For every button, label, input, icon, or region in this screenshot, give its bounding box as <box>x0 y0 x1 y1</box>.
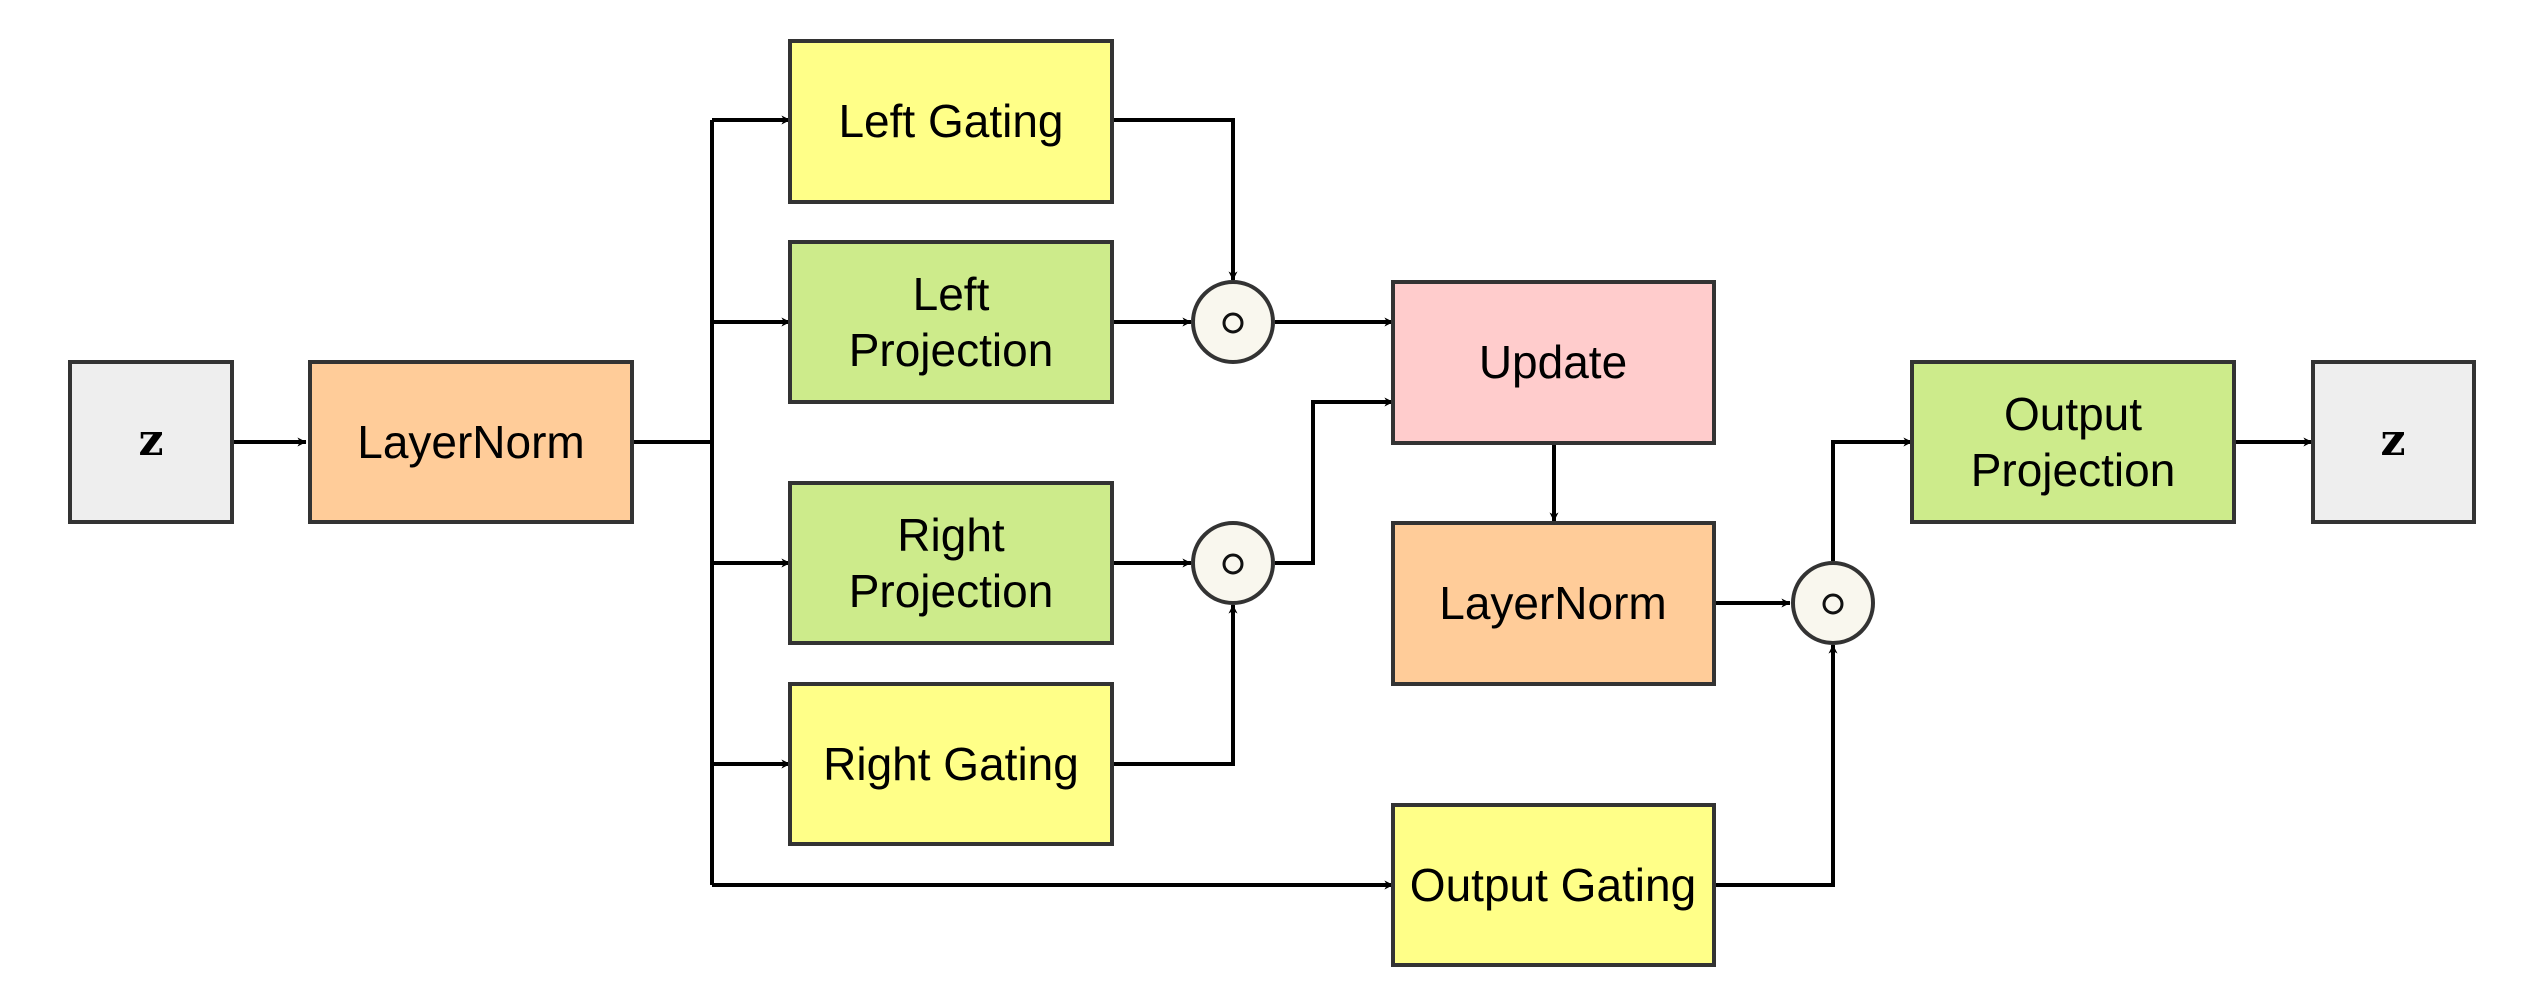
label-line: Update <box>1479 336 1627 388</box>
left-gating-label: Left Gating <box>838 95 1063 147</box>
node-z-input: z <box>68 360 234 524</box>
edge-left-gating-mul <box>1112 118 1238 281</box>
z-input-label: z <box>139 415 164 466</box>
node-left-gating: Left Gating <box>788 39 1114 204</box>
label-line: Right <box>897 509 1005 561</box>
edge-right-gating-mul <box>1112 604 1238 766</box>
hadamard-product-output-icon <box>1791 561 1875 645</box>
label-line: Projection <box>849 324 1054 376</box>
edges <box>232 115 2313 890</box>
edge-mul-out-output-projection <box>1831 437 1913 561</box>
hadamard-product-right-icon <box>1191 521 1275 605</box>
node-layernorm-mid: LayerNorm <box>1391 521 1716 686</box>
right-gating-label: Right Gating <box>823 738 1079 790</box>
label-line: Output <box>2004 388 2142 440</box>
label-line: Right Gating <box>823 738 1079 790</box>
label-line: Output Gating <box>1410 859 1696 911</box>
edge-mul-right-update <box>1275 397 1394 565</box>
edge-output-gating-mul-out <box>1714 644 1838 887</box>
label-line: Left Gating <box>838 95 1063 147</box>
node-output-gating: Output Gating <box>1391 803 1716 967</box>
node-update: Update <box>1391 280 1716 445</box>
layernorm-mid-label: LayerNorm <box>1439 577 1667 629</box>
label-line: LayerNorm <box>357 416 585 468</box>
label-line: Left <box>913 268 990 320</box>
label-line: Projection <box>1971 444 2176 496</box>
z-output-label: z <box>2381 415 2406 466</box>
output-gating-label: Output Gating <box>1410 859 1696 911</box>
update-label: Update <box>1479 336 1627 388</box>
layernorm-input-label: LayerNorm <box>357 416 585 468</box>
node-layernorm-input: LayerNorm <box>308 360 634 524</box>
label-line: Projection <box>849 565 1054 617</box>
label-line: LayerNorm <box>1439 577 1667 629</box>
hadamard-product-left-icon <box>1191 280 1275 364</box>
node-z-output: z <box>2311 360 2476 524</box>
node-right-gating: Right Gating <box>788 682 1114 846</box>
